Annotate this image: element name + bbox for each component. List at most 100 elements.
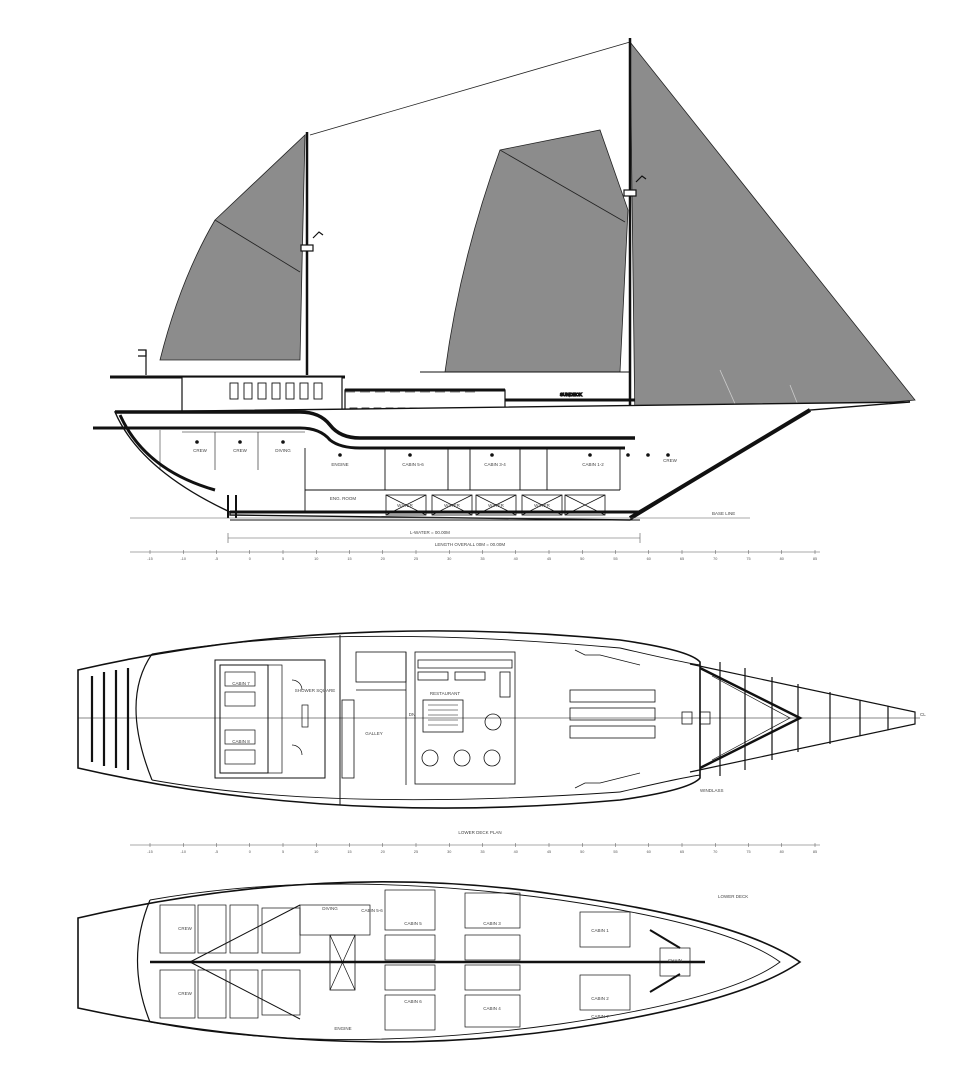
tank-label: WATER bbox=[444, 503, 460, 508]
ruler-tick-label: 85 bbox=[813, 850, 817, 854]
ruler-tick-label: 0 bbox=[249, 850, 251, 854]
ruler-tick-label: -10 bbox=[181, 557, 187, 561]
ruler-tick-label: 20 bbox=[381, 557, 385, 561]
main-sail bbox=[629, 40, 916, 426]
restaurant: RESTAURANT DN bbox=[409, 651, 516, 785]
ruler-tick-label: 45 bbox=[547, 557, 551, 561]
hull-label: CREW bbox=[233, 448, 248, 453]
ruler-tick-label: 75 bbox=[746, 850, 750, 854]
ruler-tick-label: 5 bbox=[282, 557, 284, 561]
lower-deck-label: DIVING bbox=[322, 906, 338, 911]
ruler-tick-label: 65 bbox=[680, 557, 684, 561]
hull-label: CREW bbox=[663, 458, 678, 463]
ruler-tick-label: 70 bbox=[713, 850, 717, 854]
ruler-tick-label: 50 bbox=[580, 850, 584, 854]
ruler-tick-label: 10 bbox=[314, 850, 318, 854]
upper-deck-label: SUNDECK bbox=[560, 392, 582, 397]
ruler-tick-label: 65 bbox=[680, 850, 684, 854]
lower-deck-label: CABIN 4 bbox=[483, 1006, 501, 1011]
dimension-label: LENGTH OVERALL 00M = 00.00M bbox=[435, 542, 505, 547]
lower-deck-plan: LOWER DECK CREW CREW DIVING C bbox=[77, 881, 802, 1043]
tank-label: WATER bbox=[534, 503, 550, 508]
ruler-tick-label: 85 bbox=[813, 557, 817, 561]
ruler-tick-label: 70 bbox=[713, 557, 717, 561]
ruler-tick-label: 60 bbox=[647, 557, 651, 561]
centerline-label: CL bbox=[920, 712, 926, 717]
profile-ruler: -15 -10 -5 0 5 10 15 20 25 30 35 40 45 50 55 60 65 70 75 80… bbox=[147, 550, 817, 561]
ruler-tick-label: 20 bbox=[381, 850, 385, 854]
ruler-tick-label: 40 bbox=[514, 850, 518, 854]
ruler-tick-label: 60 bbox=[647, 850, 651, 854]
tanks bbox=[385, 494, 606, 516]
lower-deck-label: CABIN 6 bbox=[404, 999, 422, 1004]
stern-grating bbox=[90, 668, 130, 770]
base-line-label: BASE LINE bbox=[712, 511, 735, 516]
lower-deck-label: ENGINE bbox=[334, 1026, 351, 1031]
engine-room-label: ENG. ROOM bbox=[330, 496, 357, 501]
lower-deck-label: CABIN 2 bbox=[591, 996, 609, 1001]
cabin-top-label: CABIN 7 bbox=[232, 681, 250, 686]
hull-label: DIVING bbox=[275, 448, 291, 453]
bowsprit bbox=[689, 662, 916, 776]
ruler-tick-label: -15 bbox=[147, 557, 153, 561]
ruler-tick-label: 55 bbox=[613, 557, 617, 561]
ruler-tick-label: 35 bbox=[480, 850, 484, 854]
sails bbox=[159, 40, 916, 426]
ruler-tick-label: 25 bbox=[414, 850, 418, 854]
hull-label: ENGINE bbox=[331, 462, 348, 467]
masts bbox=[138, 38, 647, 420]
hull-label: CABIN 5-6 bbox=[402, 462, 424, 467]
hull-outline bbox=[113, 401, 911, 521]
ruler-tick-label: 75 bbox=[746, 557, 750, 561]
lower-deck-label: CABIN 7 bbox=[591, 1014, 609, 1019]
ruler-tick-label: 5 bbox=[282, 850, 284, 854]
cabin-bottom-label: CABIN 8 bbox=[232, 739, 250, 744]
side-profile: SUNDECK bbox=[93, 38, 916, 561]
fore-deck bbox=[569, 649, 711, 789]
ruler-tick-label: 80 bbox=[780, 850, 784, 854]
ruler-tick-label: 15 bbox=[347, 557, 351, 561]
lower-cabins bbox=[384, 889, 691, 1031]
lower-deck-label: CABIN 3 bbox=[483, 921, 501, 926]
hull-label: CABIN 3-4 bbox=[484, 462, 506, 467]
fore-sail bbox=[444, 129, 629, 373]
hull-labels: CREW CREW DIVING ENGINE CABIN 5-6 CABIN … bbox=[193, 448, 735, 547]
ruler-tick-label: -5 bbox=[215, 557, 218, 561]
ruler-tick-label: 50 bbox=[580, 557, 584, 561]
ruler-tick-label: 40 bbox=[514, 557, 518, 561]
tank-label: WATER bbox=[397, 503, 413, 508]
profile-dimension-lines bbox=[130, 517, 820, 553]
ruler-tick-label: 30 bbox=[447, 850, 451, 854]
hull-label: CREW bbox=[193, 448, 208, 453]
lower-deck-label: CABIN 5-6 bbox=[361, 908, 383, 913]
ruler-tick-label: 15 bbox=[347, 850, 351, 854]
sheer-line bbox=[115, 410, 635, 440]
ruler-tick-label: 55 bbox=[613, 850, 617, 854]
ruler-tick-label: -15 bbox=[147, 850, 153, 854]
lower-deck-label: CABIN 5 bbox=[404, 921, 422, 926]
ruler-tick-label: 45 bbox=[547, 850, 551, 854]
lower-deck-label: CABIN 1 bbox=[591, 928, 609, 933]
deck-plan-caption: LOWER DECK PLAN bbox=[458, 830, 501, 835]
ruler-tick-label: 35 bbox=[480, 557, 484, 561]
dimension-label: L-WATER = 00.00M bbox=[410, 530, 450, 535]
stair-dn-label: DN bbox=[409, 712, 416, 717]
shower-label: SHOWER SQUARE bbox=[295, 688, 336, 693]
lower-deck-header: LOWER DECK bbox=[718, 894, 748, 899]
ruler-tick-label: 25 bbox=[414, 557, 418, 561]
galley-label: GALLEY bbox=[365, 731, 383, 736]
ruler-tick-label: -10 bbox=[181, 850, 187, 854]
hull bbox=[93, 401, 911, 521]
main-deck-plan: CABIN 7 CABIN 8 SHOWER SQUARE GALLEY RES… bbox=[77, 630, 926, 854]
ruler-tick-label: 0 bbox=[249, 557, 251, 561]
galley: GALLEY bbox=[341, 651, 407, 785]
ruler-tick-label: 10 bbox=[314, 557, 318, 561]
portholes bbox=[195, 440, 670, 457]
windlass-label: WINDLASS bbox=[700, 788, 724, 793]
ruler-tick-label: 80 bbox=[780, 557, 784, 561]
ruler-tick-label: 30 bbox=[447, 557, 451, 561]
tank-label: WATER bbox=[488, 503, 504, 508]
lower-deck-label: CREW bbox=[178, 991, 193, 996]
